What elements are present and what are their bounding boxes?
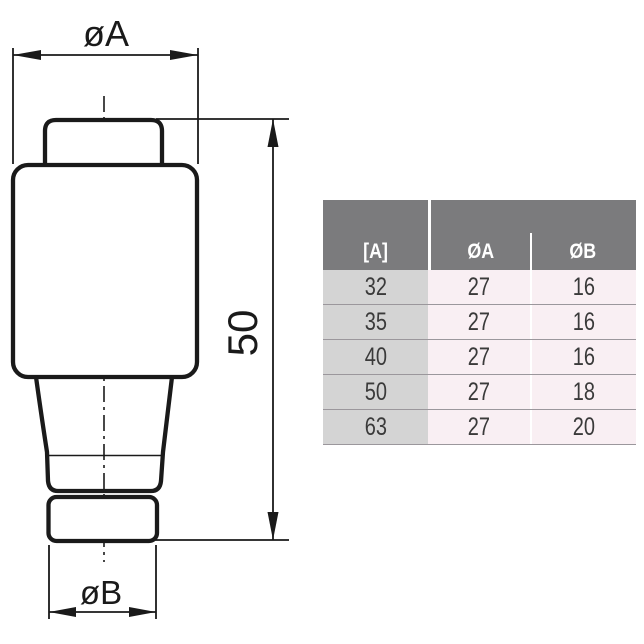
fuse-body — [10, 162, 200, 380]
arrowhead-down-icon — [267, 512, 279, 540]
cell-ampere: 32 — [323, 270, 428, 304]
cell-ampere: 35 — [323, 305, 428, 339]
column-header-diameter-b: ØB — [530, 200, 636, 270]
header-column-divider — [530, 233, 532, 270]
cell-ampere: 63 — [323, 410, 428, 444]
cell-diameter-b: 16 — [530, 305, 636, 339]
dimension-height: 50 — [152, 118, 289, 541]
column-header-label: [A] — [363, 240, 388, 263]
cell-diameter-a: 27 — [428, 375, 530, 409]
arrowhead-right-icon — [129, 607, 156, 617]
fuse-outline — [10, 117, 200, 544]
column-header-diameter-a: ØA — [431, 200, 530, 270]
table-row: 63 27 20 — [323, 410, 636, 445]
table-header-row: [A] ØA ØB — [323, 200, 636, 270]
dimension-diameter-a: øA — [12, 13, 199, 164]
cell-diameter-b: 18 — [530, 375, 636, 409]
cell-diameter-a: 27 — [428, 305, 530, 339]
arrowhead-left-icon — [13, 50, 41, 60]
dimension-diameter-b: øB — [48, 545, 157, 619]
fuse-bottom-cap — [46, 494, 160, 544]
table-row: 32 27 16 — [323, 270, 636, 305]
column-header-label: ØB — [569, 240, 597, 263]
diameter-b-label: øB — [80, 574, 122, 611]
cell-diameter-b: 20 — [530, 410, 636, 444]
column-header-ampere: [A] — [323, 200, 431, 270]
table-row: 50 27 18 — [323, 375, 636, 410]
fuse-top-cap — [42, 117, 165, 168]
table-row: 35 27 16 — [323, 305, 636, 340]
dimension-table: [A] ØA ØB 32 27 16 35 27 16 40 27 16 50 — [323, 200, 636, 445]
cell-diameter-a: 27 — [428, 340, 530, 374]
cell-diameter-a: 27 — [428, 410, 530, 444]
arrowhead-right-icon — [170, 50, 198, 60]
cell-diameter-b: 16 — [530, 340, 636, 374]
diameter-a-label: øA — [83, 13, 129, 54]
column-header-label: ØA — [467, 240, 494, 263]
cell-ampere: 40 — [323, 340, 428, 374]
cell-diameter-a: 27 — [428, 270, 530, 304]
cell-diameter-b: 16 — [530, 270, 636, 304]
arrowhead-left-icon — [49, 607, 76, 617]
fuse-neck-taper — [33, 376, 175, 494]
arrowhead-up-icon — [267, 119, 279, 147]
cell-ampere: 50 — [323, 375, 428, 409]
table-row: 40 27 16 — [323, 340, 636, 375]
height-label: 50 — [219, 310, 266, 357]
